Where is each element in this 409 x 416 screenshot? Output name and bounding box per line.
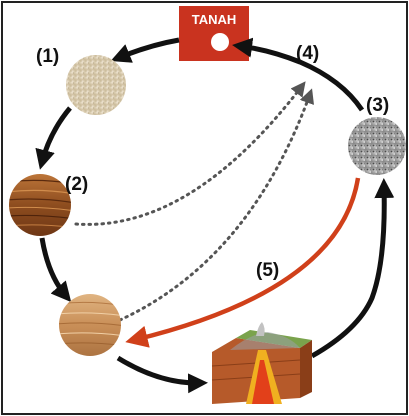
dotted-arrow-2-to-4 xyxy=(74,81,306,226)
arrow-4-to-volcano xyxy=(116,355,208,394)
tanah-box: TANAH xyxy=(179,6,249,61)
volcano-illustration xyxy=(210,322,312,406)
arrow-1-to-2 xyxy=(35,106,72,170)
arrow-2-to-4 xyxy=(39,237,72,303)
stage-label-2: (2) xyxy=(65,174,88,195)
arrow-tanah-to-1 xyxy=(110,37,180,63)
sediment-circle xyxy=(66,55,126,115)
stage-label-1: (1) xyxy=(36,46,59,67)
tanah-dot-icon xyxy=(211,33,229,51)
metamorphic-rock-circle xyxy=(59,294,121,356)
dotted-arrow-lower-to-4 xyxy=(118,88,314,322)
magma-arrow xyxy=(125,177,361,348)
stage-label-4: (4) xyxy=(296,43,319,64)
tanah-label: TANAH xyxy=(192,12,237,27)
stage-label-3: (3) xyxy=(366,95,389,116)
stage-label-5: (5) xyxy=(256,260,279,281)
sedimentary-rock-circle xyxy=(9,174,71,236)
arrow-3-to-tanah xyxy=(232,37,365,112)
igneous-rock-circle xyxy=(348,117,406,175)
arrow-volcano-to-3 xyxy=(310,178,395,359)
